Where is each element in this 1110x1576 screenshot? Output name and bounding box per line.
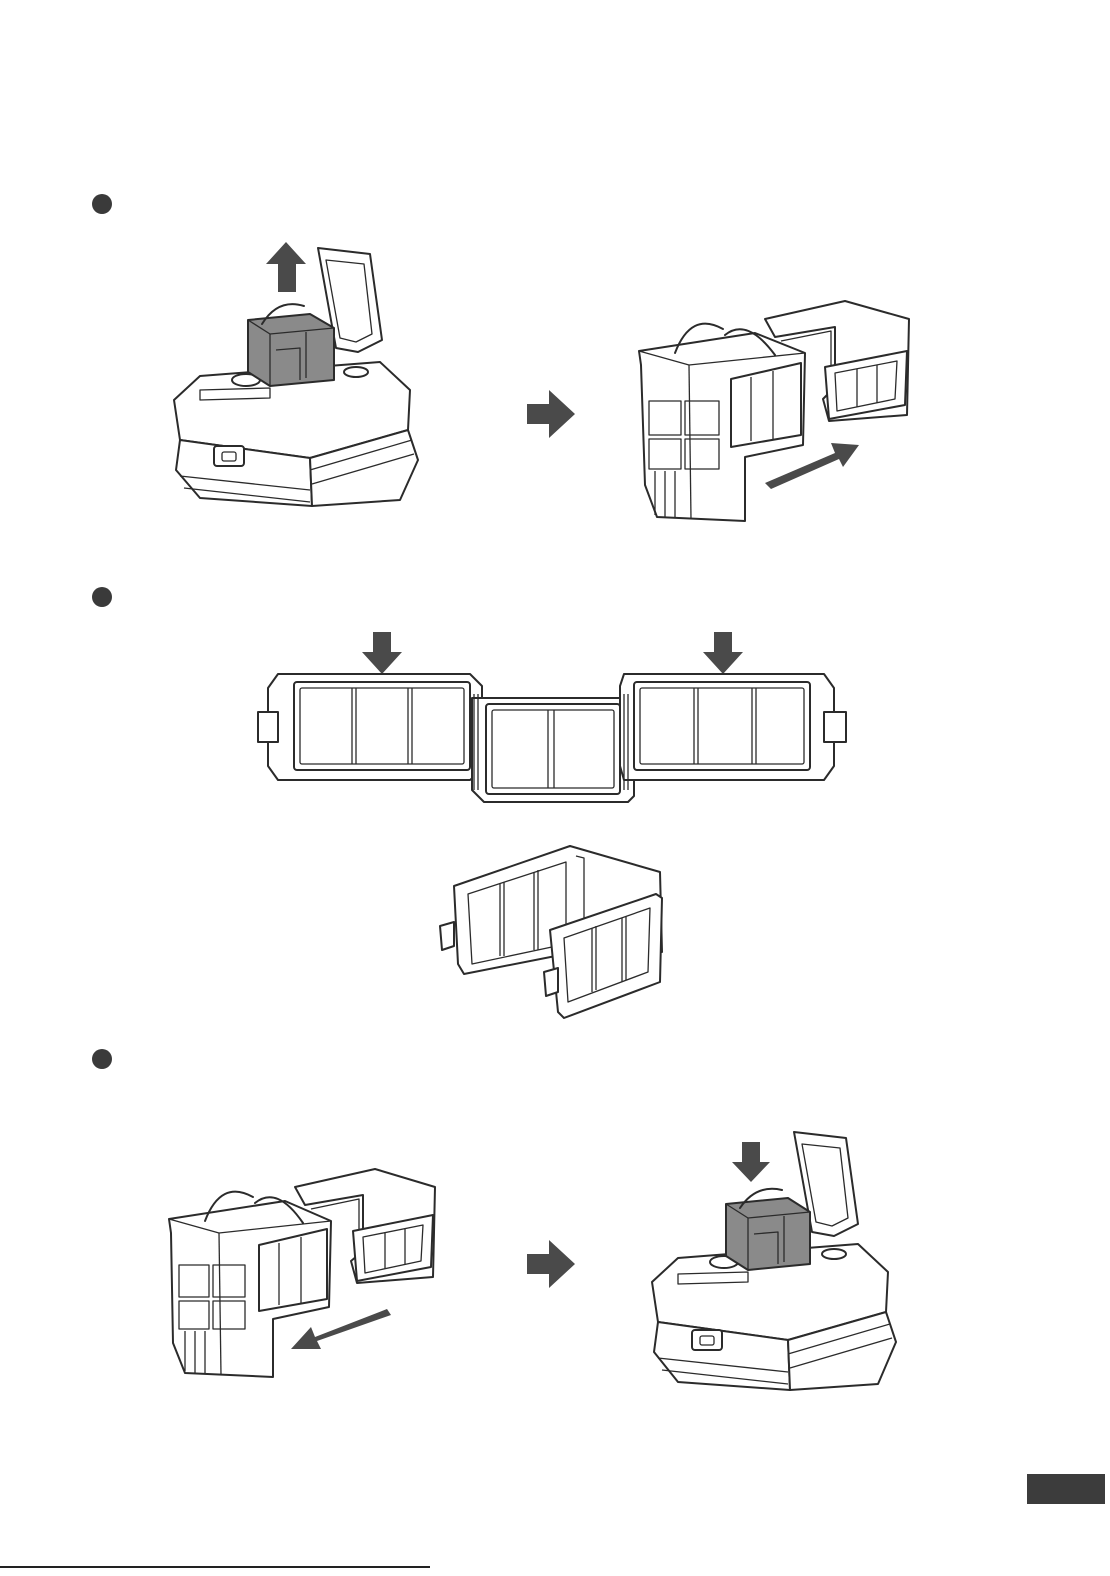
page-number-tab <box>1027 1474 1105 1504</box>
basket-filter-slide-out-illustration <box>635 295 915 525</box>
basket-filter-slide-in-illustration <box>165 1163 445 1383</box>
up-arrow-icon <box>266 242 306 292</box>
footer-rule <box>0 1566 430 1568</box>
press-down-arrow-icon <box>362 632 402 674</box>
next-step-arrow-icon <box>527 1240 577 1290</box>
unfolded-filter-panels-illustration <box>258 670 848 805</box>
next-step-arrow-icon <box>527 390 577 440</box>
robot-basket-removal-illustration <box>160 240 430 530</box>
press-down-arrow-icon <box>703 632 743 674</box>
folded-filter-frame-illustration <box>440 842 670 1022</box>
step-1-bullet <box>92 194 112 214</box>
robot-basket-reinsert-illustration <box>640 1128 910 1418</box>
step-3-bullet <box>92 1049 112 1069</box>
down-arrow-icon <box>732 1142 770 1182</box>
step-2-bullet <box>92 587 112 607</box>
slide-in-arrow-icon <box>291 1309 391 1349</box>
